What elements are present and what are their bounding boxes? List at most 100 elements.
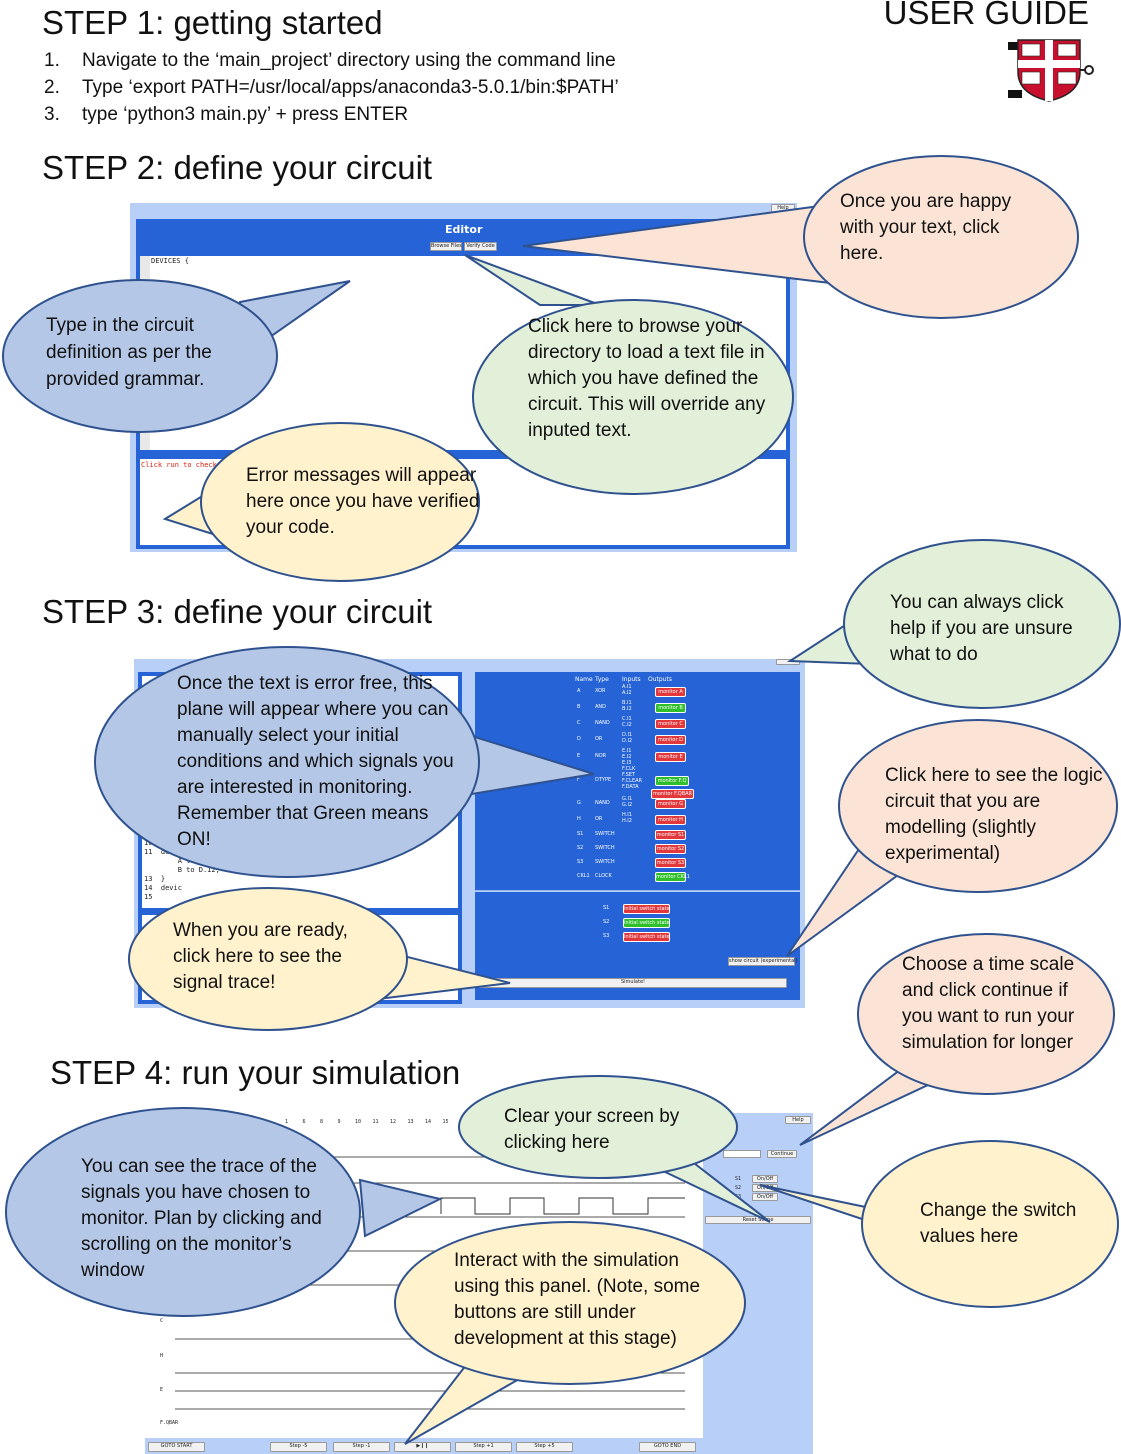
callout-trace: You can see the trace of the signals you… — [81, 1156, 322, 1281]
callout-plane: Once the text is error free, this plane … — [177, 673, 454, 850]
continue-button[interactable]: Continue — [767, 1150, 797, 1158]
device-name: S1 — [577, 831, 584, 837]
device-type: NOR — [595, 753, 607, 759]
step1-instructions: 1.Navigate to the ‘main_project’ directo… — [44, 47, 619, 128]
time-tick: 13 — [407, 1119, 414, 1125]
device-inputs: F.CLK F.SET F.CLEAR F.DATA — [622, 766, 642, 790]
monitor-toggle-button[interactable]: monitor S1 — [655, 830, 686, 840]
monitor-toggle-button[interactable]: monitor F.Q — [655, 776, 689, 786]
play-pause-button[interactable]: ▶❙❙ — [394, 1442, 451, 1452]
device-name: E — [577, 753, 581, 759]
step-forward-1-button[interactable]: Step +1 — [455, 1442, 512, 1452]
time-tick: 11 — [372, 1119, 379, 1125]
callout-bubble-switch — [861, 1140, 1119, 1308]
monitor-toggle-button[interactable]: monitor C — [655, 719, 686, 729]
step-back-5-button[interactable]: Step -5 — [270, 1442, 327, 1452]
monitor-toggle-button[interactable]: monitor B — [655, 703, 686, 713]
device-inputs: C.I1 C.I2 — [622, 716, 632, 728]
device-name: A — [577, 688, 581, 694]
device-type: OR — [595, 816, 603, 822]
device-type: NAND — [595, 800, 610, 806]
step2-title: STEP 2: define your circuit — [42, 149, 433, 186]
switch-on-off-button[interactable]: On/Off — [752, 1175, 778, 1183]
goto-start-button[interactable]: GOTO START — [148, 1442, 205, 1452]
show-circuit-button[interactable]: show circuit (experimental) — [728, 957, 798, 966]
time-tick: 8 — [320, 1119, 324, 1125]
time-tick: 6 — [302, 1119, 306, 1125]
device-inputs: H.I1 H.I2 — [622, 812, 632, 824]
code-line: DEVICES { — [151, 257, 189, 265]
initial-switch-state-button[interactable]: initial switch state — [623, 932, 670, 942]
trace-label: C — [160, 1318, 164, 1324]
callout-bubble-interact — [394, 1221, 746, 1385]
callout-happy: Once you are happy with your text, click… — [840, 191, 1012, 264]
callout-bubble-ready — [128, 887, 408, 1031]
trace-label: H — [160, 1353, 164, 1359]
callout-bubble-errors — [200, 422, 480, 582]
callout-bubble-happy — [803, 155, 1079, 319]
device-name: B — [577, 704, 581, 710]
callout-clear: Clear your screen by clicking here — [504, 1106, 680, 1153]
device-name: C — [577, 720, 581, 726]
device-name: H — [577, 816, 581, 822]
device-name: D — [577, 736, 581, 742]
step-back-1-button[interactable]: Step -1 — [333, 1442, 390, 1452]
verify-code-button[interactable]: Verify Code — [464, 242, 497, 251]
monitor-toggle-button[interactable]: monitor H — [655, 815, 686, 825]
monitor-toggle-button[interactable]: monitor A — [655, 687, 686, 697]
callout-bubble-trace — [5, 1107, 361, 1317]
callout-logic: Click here to see the logic circuit that… — [885, 765, 1103, 864]
browse-files-button[interactable]: Browse Files — [430, 242, 462, 251]
switch-name: S2 — [603, 919, 610, 925]
divider — [475, 890, 800, 891]
monitor-toggle-button[interactable]: monitor E — [655, 752, 686, 762]
switch-on-off-button[interactable]: On/Off — [752, 1193, 778, 1201]
initial-switch-state-button[interactable]: initial switch state — [623, 904, 670, 914]
callout-bubble-clear — [458, 1075, 738, 1179]
trace-label: F.QBAR — [160, 1420, 179, 1426]
device-type: CLOCK — [595, 873, 612, 879]
monitor-toggle-button[interactable]: monitor F.QBAR — [651, 789, 694, 799]
callout-bubble-browse — [472, 299, 794, 495]
device-name: S2 — [577, 845, 584, 851]
time-tick: 9 — [337, 1119, 341, 1125]
help-button[interactable]: Help — [785, 1116, 811, 1124]
callout-bubble-plane — [94, 646, 480, 878]
device-type: NAND — [595, 720, 610, 726]
switch-name: S3 — [603, 933, 610, 939]
step1-title: STEP 1: getting started — [42, 4, 383, 41]
step3-title: STEP 3: define your circuit — [42, 593, 433, 630]
time-tick: 15 — [442, 1119, 449, 1125]
callout-bubble-browse — [464, 254, 601, 306]
col-header-inputs: Inputs — [622, 676, 641, 683]
monitor-toggle-button[interactable]: monitor S2 — [655, 844, 686, 854]
code-line: 10 — [144, 839, 153, 847]
callout-interact: Interact with the simulation using this … — [454, 1250, 701, 1349]
device-type: AND — [595, 704, 607, 710]
callout-type-in: Type in the circuit definition as per th… — [46, 315, 212, 390]
timescale-input[interactable] — [723, 1150, 761, 1158]
monitor-toggle-button[interactable]: monitor CKL1 — [655, 872, 690, 882]
callout-bubble-help — [843, 539, 1121, 709]
device-name: S3 — [577, 859, 584, 865]
time-tick: 14 — [425, 1119, 432, 1125]
goto-end-button[interactable]: GOTO END — [639, 1442, 696, 1452]
device-type: XOR — [595, 688, 606, 694]
initial-switch-state-button[interactable]: initial switch state — [623, 918, 670, 928]
callout-bubble-timescale — [857, 933, 1115, 1095]
device-type: DTYPE — [595, 777, 612, 783]
monitor-toggle-button[interactable]: monitor G — [655, 799, 686, 809]
monitor-toggle-button[interactable]: monitor S3 — [655, 858, 686, 868]
device-name: CKL1 — [577, 873, 590, 879]
device-type: SWITCH — [595, 859, 615, 865]
university-crest-icon — [1008, 39, 1094, 102]
step-forward-5-button[interactable]: Step +5 — [516, 1442, 573, 1452]
code-line: B to D.I2; — [144, 866, 220, 874]
editor-title: Editor — [445, 223, 483, 236]
col-header-type: Type — [595, 676, 609, 683]
time-tick: 10 — [355, 1119, 362, 1125]
monitor-toggle-button[interactable]: monitor D — [655, 735, 686, 745]
device-type: SWITCH — [595, 831, 615, 837]
device-inputs: A.I1 A.I2 — [622, 684, 632, 696]
callout-ready: When you are ready, click here to see th… — [173, 920, 348, 993]
